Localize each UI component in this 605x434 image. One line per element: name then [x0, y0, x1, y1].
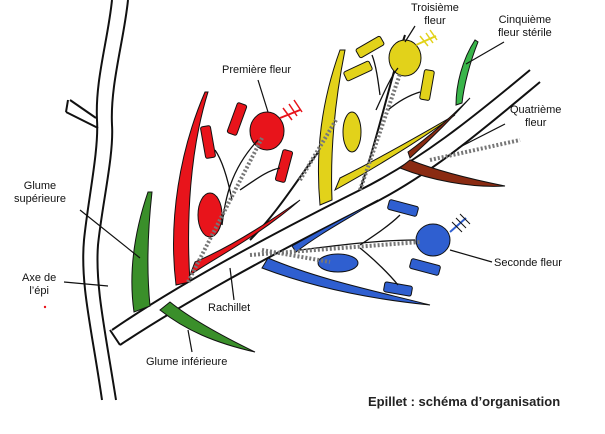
cinquieme-fleur [455, 39, 479, 106]
label-glume-inf-text: Glume inférieure [146, 356, 228, 368]
label-glume-superieure: Glume supérieure [14, 180, 66, 206]
label-rachillet: Rachillet [208, 302, 250, 315]
glume-inferieure [159, 301, 256, 353]
label-troisieme-line2: fleur [424, 15, 446, 27]
stray-dot [43, 305, 47, 309]
label-troisieme-fleur: Troisième fleur [411, 2, 459, 28]
label-rachillet-text: Rachillet [208, 302, 251, 314]
label-quatrieme-line1: Quatrième [510, 104, 562, 116]
label-quatrieme-line2: fleur [524, 117, 547, 129]
label-axe-line1: Axe de [22, 272, 57, 284]
rachillet-dotted [186, 73, 521, 283]
label-quatrieme-fleur: Quatrième fleur [510, 104, 561, 130]
label-glume-sup-line1: Glume [23, 180, 57, 192]
label-seconde-fleur: Seconde fleur [494, 257, 562, 270]
glume-superieure [131, 191, 153, 313]
label-glume-inferieure: Glume inférieure [146, 356, 227, 369]
label-axe-line2: l’épi [29, 285, 49, 297]
label-premiere-fleur: Première fleur [222, 64, 291, 77]
pointer-lines [63, 25, 506, 353]
diagram-caption: Epillet : schéma d’organisation [368, 394, 561, 409]
label-axe-epi: Axe de l’épi [22, 272, 56, 298]
quatrieme-fleur [399, 97, 506, 187]
label-seconde-text: Seconde fleur [494, 257, 562, 269]
label-cinquieme-fleur: Cinquième fleur stérile [498, 14, 552, 40]
axe-epi [65, 0, 129, 401]
label-premiere-text: Première fleur [222, 64, 292, 76]
label-glume-sup-line2: supérieure [14, 193, 66, 205]
label-troisieme-line1: Troisième [411, 2, 459, 14]
seconde-fleur [261, 199, 471, 306]
label-cinquieme-line2: fleur stérile [498, 27, 552, 39]
label-cinquieme-line1: Cinquième [498, 14, 552, 26]
troisieme-fleur [317, 29, 456, 206]
